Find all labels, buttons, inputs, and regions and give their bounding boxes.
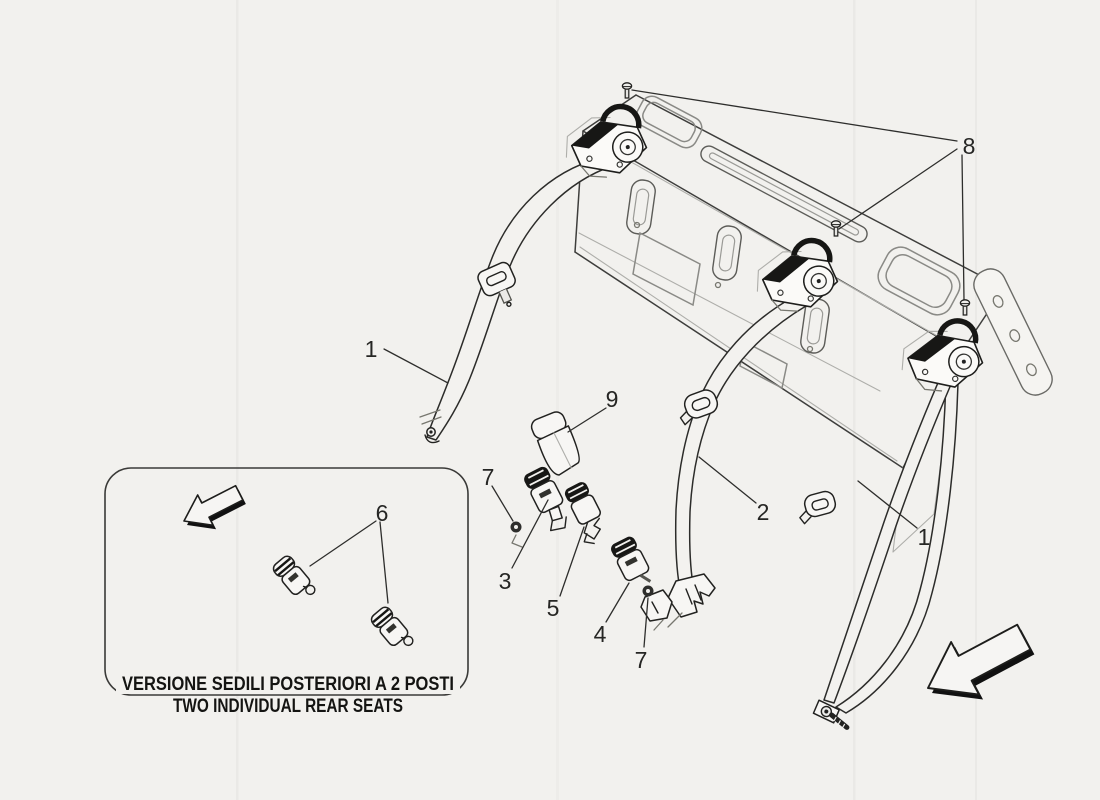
fixing-nut-lower-part bbox=[642, 585, 654, 597]
scan-artifact-stripes bbox=[236, 0, 977, 800]
inset-caption-italian: VERSIONE SEDILI POSTERIORI A 2 POSTI bbox=[122, 674, 454, 695]
centre-slot bbox=[700, 145, 868, 243]
callout-8: 8 bbox=[963, 133, 976, 159]
callout-7-lower: 7 bbox=[635, 647, 648, 673]
callout-2: 2 bbox=[757, 499, 770, 525]
callout-1-right: 1 bbox=[918, 524, 931, 550]
callout-9: 9 bbox=[606, 386, 619, 412]
buckle-part-3 bbox=[524, 466, 567, 532]
screw-callout-lines bbox=[631, 89, 965, 301]
callout-1-left: 1 bbox=[365, 336, 378, 362]
right-belt-anchor-bolt bbox=[812, 699, 850, 730]
buckle-part-4 bbox=[611, 536, 652, 583]
speaker-cutout-left bbox=[635, 95, 703, 149]
speaker-cutout-right bbox=[877, 246, 961, 316]
fixing-nut-upper-part bbox=[510, 521, 523, 548]
centre-seat-belt bbox=[640, 295, 807, 631]
anchor-comb-bracket bbox=[667, 573, 716, 618]
inset-caption-english: TWO INDIVIDUAL REAR SEATS bbox=[173, 696, 403, 717]
belt-guide-slot-2 bbox=[712, 225, 742, 281]
latch-part-5 bbox=[564, 482, 601, 545]
callout-7-upper: 7 bbox=[482, 464, 495, 490]
buckle-cover-part bbox=[530, 411, 580, 476]
callout-6: 6 bbox=[376, 500, 389, 526]
left-belt-latch-plate bbox=[477, 261, 516, 307]
callout-5: 5 bbox=[547, 595, 560, 621]
right-mounting-rail bbox=[973, 268, 1053, 396]
right-seat-belt bbox=[799, 377, 959, 730]
belt-guide-slot-1 bbox=[626, 179, 656, 235]
centre-belt-guide-loop bbox=[679, 389, 719, 426]
two-seats-inset: 6 VERSIONE SEDILI POSTERIORI A 2 POSTI T… bbox=[104, 467, 469, 717]
belt-guide-slot-3 bbox=[800, 298, 830, 354]
leader-lines bbox=[383, 348, 918, 648]
callout-4: 4 bbox=[594, 621, 607, 647]
callout-3: 3 bbox=[499, 568, 512, 594]
right-belt-latch-plate bbox=[799, 490, 837, 525]
anchor-bracket-small bbox=[640, 589, 673, 622]
left-seat-belt bbox=[419, 157, 613, 444]
